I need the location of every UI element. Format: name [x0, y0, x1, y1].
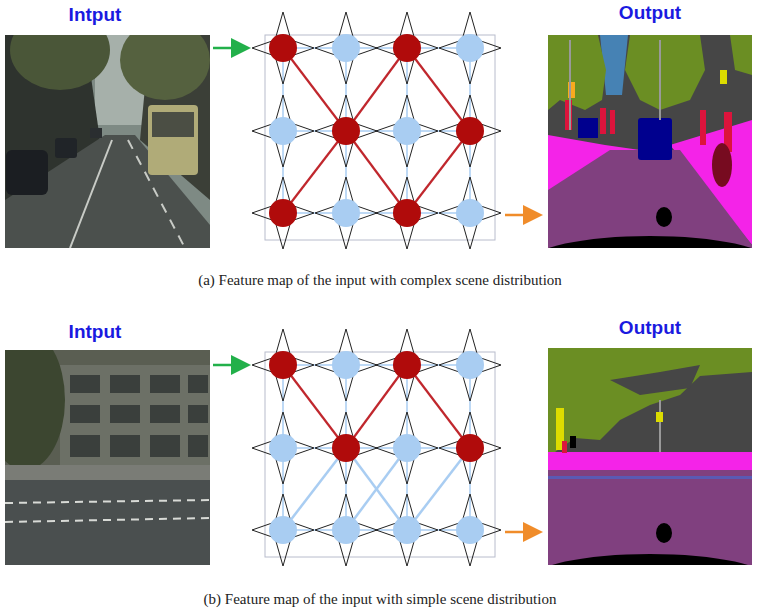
star-kernel	[376, 95, 438, 167]
star-kernel	[252, 329, 314, 401]
star-kernel	[252, 177, 314, 249]
star-kernel	[315, 95, 377, 167]
star-kernel	[315, 329, 377, 401]
feature-grid	[252, 12, 501, 566]
active-node	[393, 34, 421, 62]
grid-link	[346, 448, 407, 530]
active-link	[407, 48, 470, 131]
active-link	[407, 365, 470, 448]
star-kernel	[439, 95, 501, 167]
panel-heading: Output	[619, 317, 681, 339]
star-kernel	[439, 329, 501, 401]
star-kernel	[439, 177, 501, 249]
feature-node	[332, 34, 360, 62]
active-link	[346, 131, 407, 213]
star-kernel	[315, 494, 377, 566]
active-node	[456, 434, 484, 462]
star-kernel	[315, 12, 377, 84]
subfigure-caption: (b) Feature map of the input with simple…	[204, 590, 557, 608]
active-link	[283, 365, 346, 448]
feature-node	[332, 516, 360, 544]
grid-link	[283, 448, 346, 530]
star-kernel	[439, 494, 501, 566]
feature-node	[332, 351, 360, 379]
star-kernel	[252, 12, 314, 84]
active-link	[346, 48, 407, 131]
street-photo	[5, 350, 210, 565]
grid-link	[346, 448, 407, 530]
star-kernel	[376, 412, 438, 484]
feature-node	[269, 516, 297, 544]
star-kernel	[252, 494, 314, 566]
star-kernel	[252, 95, 314, 167]
feature-node	[269, 434, 297, 462]
panel-heading: Output	[619, 2, 681, 24]
grid-frame	[265, 352, 495, 557]
active-link	[283, 48, 346, 131]
active-node	[332, 434, 360, 462]
active-node	[269, 34, 297, 62]
star-kernel	[439, 412, 501, 484]
active-node	[269, 199, 297, 227]
star-kernel	[439, 12, 501, 84]
segmentation-map	[548, 348, 752, 565]
subfigure-caption: (a) Feature map of the input with comple…	[198, 271, 562, 289]
active-node	[269, 351, 297, 379]
feature-node	[456, 351, 484, 379]
star-kernel	[376, 329, 438, 401]
star-kernel	[376, 12, 438, 84]
active-node	[456, 117, 484, 145]
output-arrow	[505, 531, 538, 534]
active-link	[283, 131, 346, 213]
panel-heading: Intput	[69, 321, 122, 343]
star-kernel	[376, 177, 438, 249]
star-kernel	[315, 412, 377, 484]
active-node	[332, 117, 360, 145]
input-arrow	[213, 47, 246, 50]
grid-frame	[265, 35, 495, 240]
street-photo	[5, 35, 210, 248]
star-kernel	[252, 412, 314, 484]
feature-node	[456, 34, 484, 62]
input-arrow	[213, 364, 246, 367]
star-kernel	[315, 177, 377, 249]
feature-node	[393, 516, 421, 544]
feature-node	[393, 117, 421, 145]
active-node	[393, 351, 421, 379]
feature-node	[456, 516, 484, 544]
feature-node	[393, 434, 421, 462]
star-kernel	[376, 494, 438, 566]
feature-node	[456, 199, 484, 227]
active-link	[346, 365, 407, 448]
segmentation-map	[548, 35, 752, 248]
grid-link	[407, 448, 470, 530]
active-node	[393, 199, 421, 227]
active-link	[407, 131, 470, 213]
feature-node	[332, 199, 360, 227]
output-arrow	[505, 214, 538, 217]
feature-node	[269, 117, 297, 145]
panel-heading: Intput	[69, 4, 122, 26]
